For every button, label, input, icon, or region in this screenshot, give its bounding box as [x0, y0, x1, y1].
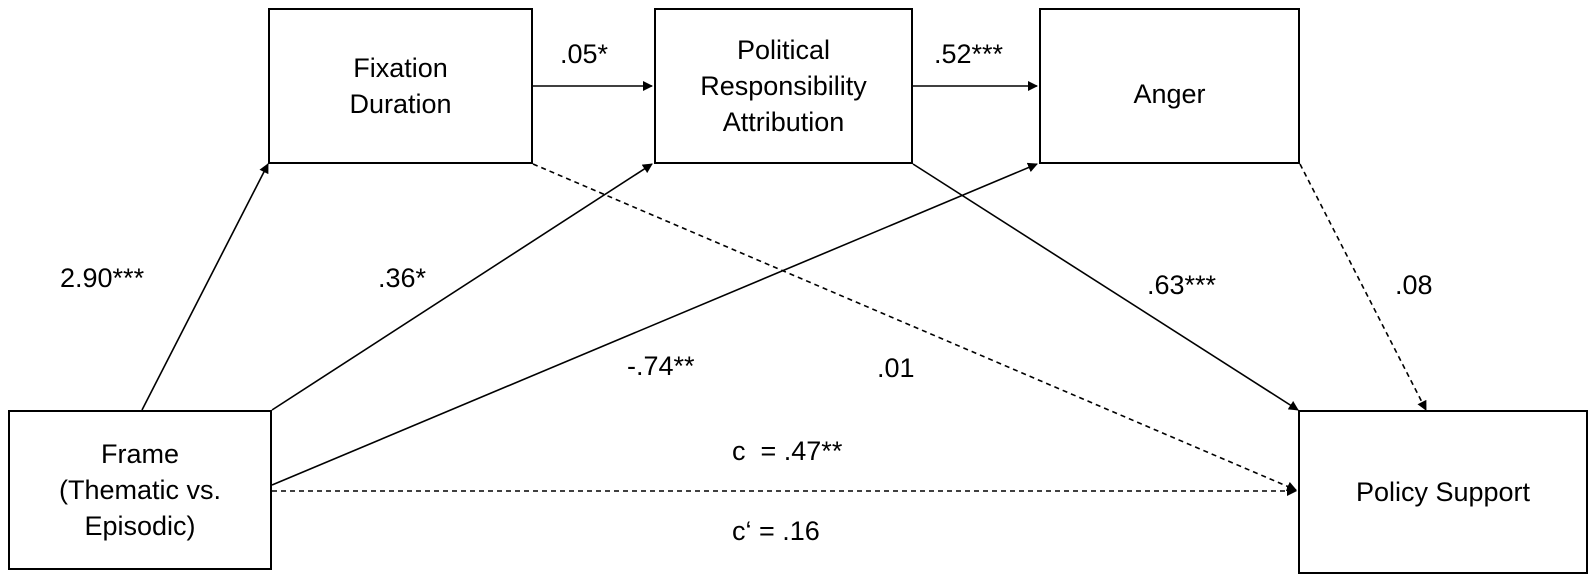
coef-fixation-to-policy: .01: [877, 353, 915, 383]
coef-direct-effect: c‘ = .16: [732, 516, 820, 546]
node-anger: Anger: [1039, 8, 1300, 164]
arrow-fixation-to-policy: [532, 163, 1297, 492]
arrow-anger-to-policy: [1299, 163, 1427, 411]
arrow-frame-to-political: [271, 163, 653, 411]
node-frame: Frame (Thematic vs. Episodic): [8, 410, 272, 570]
node-policy-support: Policy Support: [1298, 410, 1588, 574]
coef-frame-to-political: .36*: [378, 263, 427, 293]
coef-frame-to-anger: -.74**: [627, 351, 695, 381]
arrow-frame-to-anger: [271, 162, 1038, 486]
coef-political-to-anger: .52***: [934, 39, 1004, 69]
node-political-responsibility: Political Responsibility Attribution: [654, 8, 913, 164]
arrow-political-to-policy: [912, 163, 1299, 411]
node-political-responsibility-label: Political Responsibility Attribution: [700, 35, 867, 137]
node-fixation-duration-label: Fixation Duration: [349, 53, 452, 119]
coef-political-to-policy: .63***: [1147, 270, 1217, 300]
node-policy-support-label: Policy Support: [1355, 477, 1531, 507]
node-anger-label: Anger: [1133, 79, 1206, 109]
coef-anger-to-policy: .08: [1395, 270, 1433, 300]
coef-total-effect: c = .47**: [732, 436, 843, 466]
node-fixation-duration: Fixation Duration: [268, 8, 533, 164]
coef-fixation-to-political: .05*: [560, 39, 609, 69]
arrow-frame-to-fixation: [141, 163, 269, 411]
coef-frame-to-fixation: 2.90***: [60, 263, 145, 293]
node-frame-label: Frame (Thematic vs. Episodic): [58, 439, 222, 541]
